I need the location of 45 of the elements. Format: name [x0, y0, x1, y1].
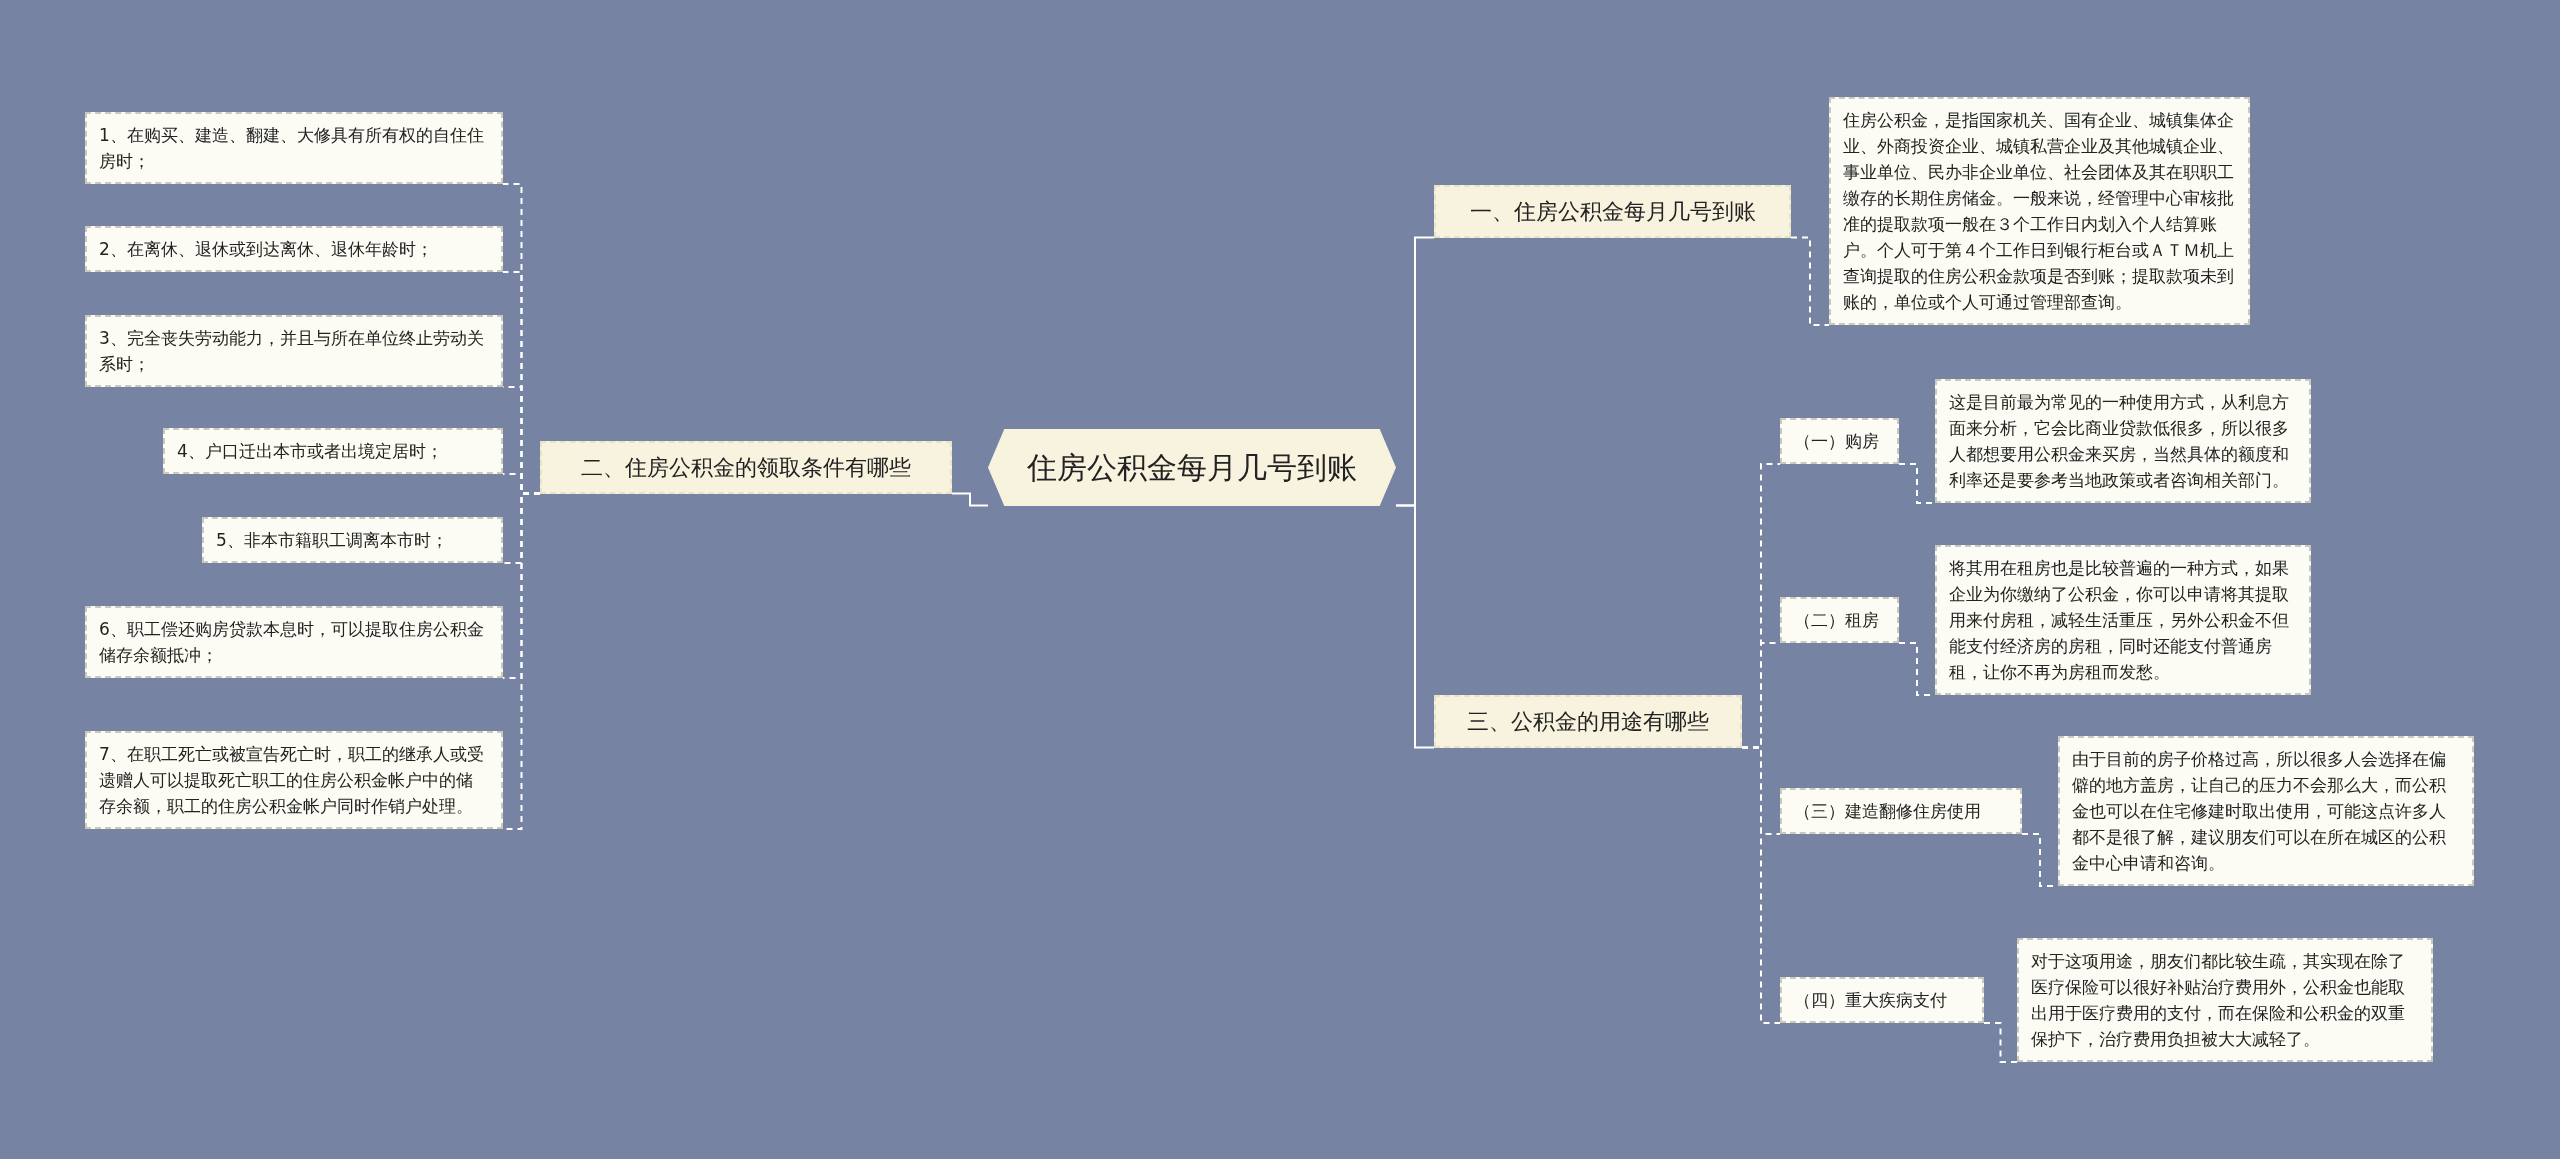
- node-text: （四）重大疾病支付: [1794, 989, 1948, 1012]
- node-text: 5、非本市籍职工调离本市时；: [216, 529, 449, 552]
- leaf-box: [2058, 736, 2474, 886]
- node-text: 7、在职工死亡或被宣告死亡时，职工的继承人或受遗赠人可以提取死亡职工的住房公积金帐户中的储存余额，职工的住房公积金帐户同时作销户处理。: [99, 743, 485, 818]
- connector-line: [1395, 504, 1435, 749]
- leaf-box: [1935, 545, 2311, 695]
- leaf-box: [85, 315, 503, 387]
- leaf-box: [202, 517, 503, 563]
- node-text: 将其用在租房也是比较普遍的一种方式，如果企业为你缴纳了公积金，你可以申请将其提取用来付房租，减轻生活重压，另外公积金不但能支付经济房的房租，同时还能支付普通房租，让你不再为房租而发愁。: [1949, 557, 2290, 684]
- connector-line: [1983, 1022, 2018, 1063]
- leaf-box: [1829, 97, 2250, 325]
- leaf-box: [85, 226, 503, 272]
- branch-box: [540, 440, 952, 494]
- connector-line: [1741, 746, 1781, 1024]
- branch-box: [1434, 184, 1791, 238]
- leaf-box: [1780, 788, 2022, 834]
- node-text: 2、在离休、退休或到达离休、退休年龄时；: [99, 238, 434, 261]
- node-text: （二）租房: [1794, 609, 1880, 632]
- node-text: 这是目前最为常见的一种使用方式，从利息方面来分析，它会比商业贷款低很多，所以很多人都想要用公积金来买房，当然具体的额度和利率还是要参考当地政策或者咨询相关部门。: [1949, 391, 2290, 492]
- node-text: 对于这项用途，朋友们都比较生疏，其实现在除了医疗保险可以很好补贴治疗费用外，公积金也能取出用于医疗费用的支付，而在保险和公积金的双重保护下，治疗费用负担被大大减轻了。: [2031, 950, 2406, 1051]
- leaf-box: [85, 606, 503, 678]
- node-text: 3、完全丧失劳动能力，并且与所在单位终止劳动关系时；: [99, 327, 485, 376]
- branch-box: [1434, 694, 1742, 748]
- connector-line: [951, 492, 989, 507]
- node-text: 三、公积金的用途有哪些: [1466, 707, 1710, 736]
- node-text: 6、职工偿还购房贷款本息时，可以提取住房公积金储存余额抵冲；: [99, 618, 485, 667]
- node-text: 1、在购买、建造、翻建、大修具有所有权的自住住房时；: [99, 124, 485, 173]
- node-text: 由于目前的房子价格过高，所以很多人会选择在偏僻的地方盖房，让自己的压力不会那么大，而公积金也可以在住宅修建时取出使用，可能这点许多人都不是很了解，建议朋友们可以在所在城区的公积金中心申请和咨询。: [2072, 748, 2447, 875]
- node-text: （一）购房: [1794, 430, 1880, 453]
- leaf-box: [1780, 977, 1984, 1023]
- leaf-box: [1935, 379, 2311, 503]
- leaf-box: [85, 112, 503, 184]
- topic-hexagon: [988, 428, 1396, 506]
- connector-line: [1790, 236, 1830, 326]
- leaf-box: [1780, 597, 1899, 643]
- node-text: 住房公积金，是指国家机关、国有企业、城镇集体企业、外商投资企业、城镇私营企业及其他城镇企业、事业单位、民办非企业单位、社会团体及其在职职工缴存的长期住房储金。一般来说，经管理中心审核批准的提取款项一般在３个工作日内划入个人结算账户。个人可于第４个工作日到银行柜台或ＡＴＭ机上查询提取的住房公积金款项是否到账；提取款项未到账的，单位或个人可通过管理部查询。: [1843, 109, 2235, 314]
- node-text: 二、住房公积金的领取条件有哪些: [580, 453, 912, 482]
- node-text: 一、住房公积金每月几号到账: [1468, 197, 1757, 226]
- leaf-box: [1780, 418, 1899, 464]
- node-text: 4、户口迁出本市或者出境定居时；: [177, 440, 444, 463]
- leaf-box: [85, 731, 503, 829]
- node-text: 住房公积金每月几号到账: [1026, 448, 1358, 487]
- leaf-box: [163, 428, 503, 474]
- node-text: （三）建造翻修住房使用: [1794, 800, 1982, 823]
- leaf-box: [2017, 938, 2433, 1062]
